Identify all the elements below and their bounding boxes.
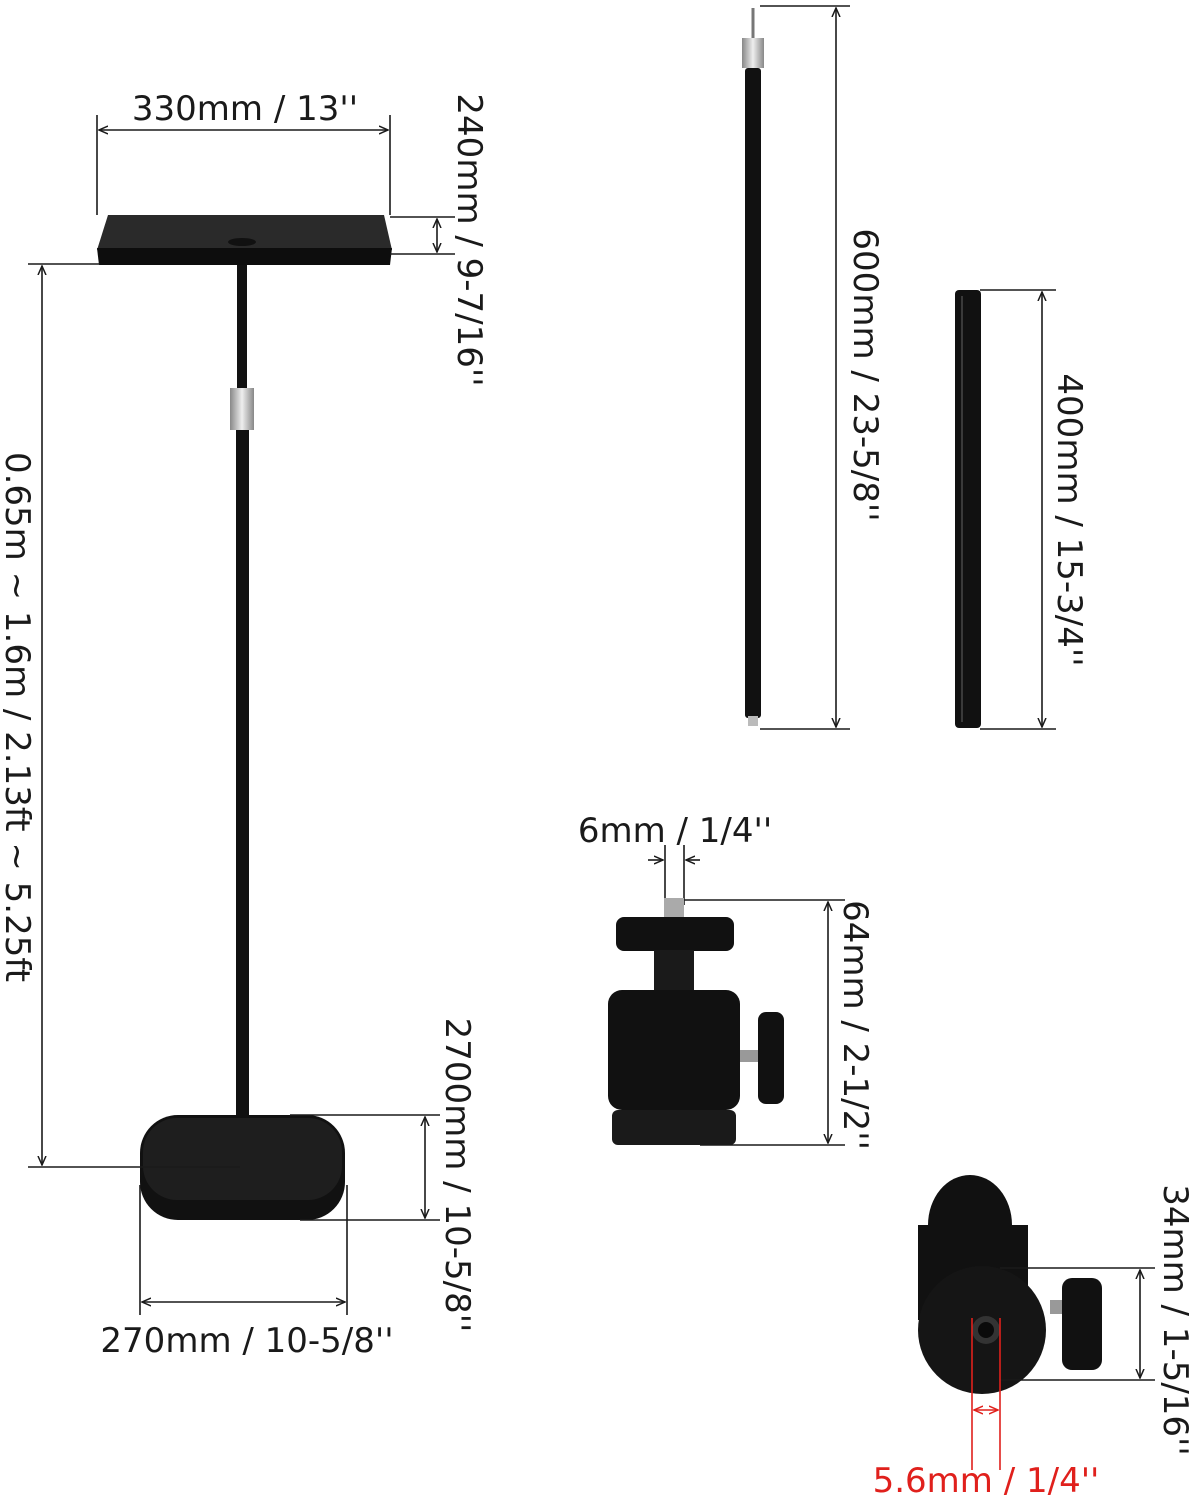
short-pole-label: 400mm / 15-3/4'' xyxy=(1049,373,1089,666)
base-width-dimension: 270mm / 10-5/8'' xyxy=(100,1185,394,1361)
long-pole-label: 600mm / 23-5/8'' xyxy=(845,228,885,521)
screw-size-label: 6mm / 1/4'' xyxy=(578,811,772,851)
base-depth-label: 2700mm / 10-5/8'' xyxy=(437,1018,477,1333)
tray-depth-label: 240mm / 9-7/16'' xyxy=(449,93,489,386)
base-width-label: 270mm / 10-5/8'' xyxy=(100,1321,393,1361)
long-pole: 600mm / 23-5/8'' xyxy=(742,5,885,730)
tray-stand xyxy=(97,215,392,1220)
hole-size-label: 5.6mm / 1/4'' xyxy=(873,1461,1100,1500)
pole-connector xyxy=(742,38,764,68)
short-pole: 400mm / 15-3/4'' xyxy=(955,289,1089,730)
base-top-face xyxy=(143,1118,342,1200)
ball-head-diameter-label: 34mm / 1-5/16'' xyxy=(1155,1184,1191,1456)
tray-width-label: 330mm / 13'' xyxy=(132,89,358,129)
tray-mount xyxy=(228,238,256,246)
height-range-label: 0.65m ~ 1.6m / 2.13ft ~ 5.25ft xyxy=(0,452,37,982)
ball-head-height-label: 64mm / 2-1/2'' xyxy=(835,900,875,1150)
stand-pole-lower xyxy=(236,430,249,1170)
ball-head-side: 6mm / 1/4'' 64mm / 2-1/2'' xyxy=(578,811,875,1150)
tray-width-dimension: 330mm / 13'' xyxy=(96,89,391,215)
tray xyxy=(97,215,392,250)
ball-head-bottom: 34mm / 1-5/16'' 5.6mm / 1/4'' xyxy=(873,1175,1191,1500)
tray-front-edge xyxy=(97,248,392,265)
height-adjust-collar xyxy=(230,388,254,430)
base-depth-dimension: 2700mm / 10-5/8'' xyxy=(290,1018,477,1333)
stand-pole-upper xyxy=(237,265,247,390)
height-range-dimension: 0.65m ~ 1.6m / 2.13ft ~ 5.25ft xyxy=(0,263,240,1168)
tray-depth-dimension: 240mm / 9-7/16'' xyxy=(390,93,489,387)
